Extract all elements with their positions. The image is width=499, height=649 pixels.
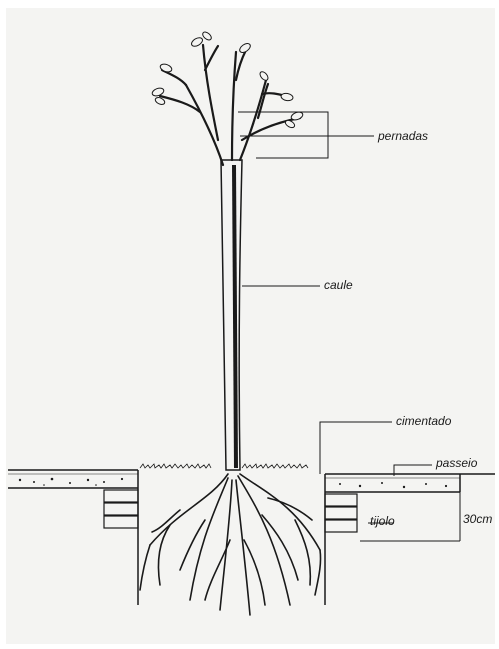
leader-lines [238, 112, 460, 541]
tree-roots [140, 474, 321, 615]
sidewalk-left-texture [19, 478, 123, 486]
sidewalk-right [325, 474, 495, 492]
grass-line [140, 464, 308, 468]
sidewalk-left [8, 470, 138, 488]
sidewalk-right-texture [339, 482, 447, 488]
label-caule: caule [324, 278, 353, 292]
tree-trunk [221, 160, 242, 470]
bricks-right [325, 494, 357, 532]
label-tijolo: tijolo [370, 514, 395, 528]
label-cimentado: cimentado [396, 414, 451, 428]
bricks-left [104, 490, 138, 528]
label-pernadas: pernadas [378, 129, 428, 143]
label-30cm: 30cm [463, 512, 492, 526]
tree-branches [160, 45, 300, 165]
leaves [151, 30, 304, 129]
label-passeio: passeio [436, 456, 477, 470]
